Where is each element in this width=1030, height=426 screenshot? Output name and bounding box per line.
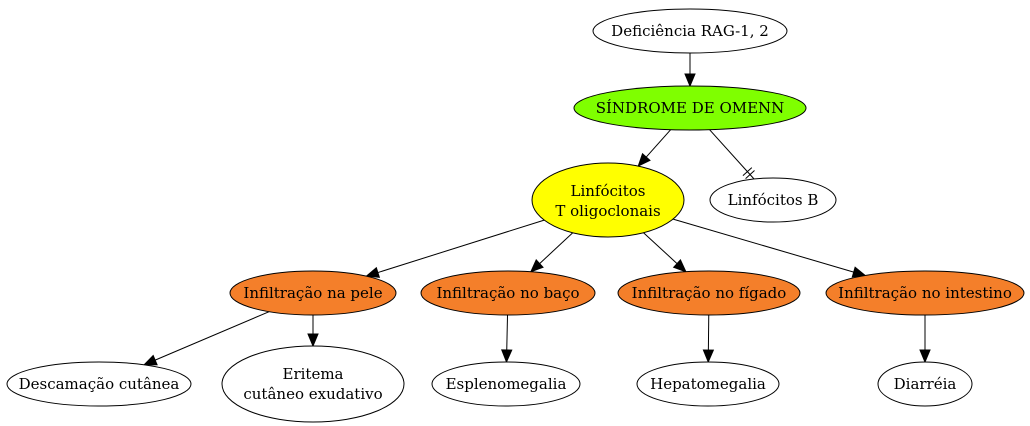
edge-linf_t-to-inf_intestino	[672, 218, 867, 278]
edge-linf_t-to-inf_figado	[643, 232, 687, 273]
node-descamacao-cutanea: Descamação cutânea	[6, 361, 192, 407]
node-ellipse	[877, 361, 973, 407]
node-hepatomegalia: Hepatomegalia	[636, 361, 780, 407]
edge-inf_pele-to-descamacao	[142, 311, 270, 366]
node-ellipse	[825, 270, 1025, 316]
edge-line	[645, 129, 672, 158]
arrowhead	[307, 333, 319, 348]
node-label-line-2: cutâneo exudativo	[243, 385, 382, 403]
block-tick	[742, 167, 753, 176]
node-infiltracao-no-figado: Infiltração no fígado	[617, 270, 801, 316]
node-label: Deficiência RAG-1, 2	[611, 22, 769, 40]
edge-omenn-to-linf_b	[709, 129, 755, 180]
edge-linf_t-to-inf_pele	[365, 219, 545, 278]
node-ellipse	[431, 361, 581, 407]
node-diarreia: Diarréia	[877, 361, 973, 407]
edge-inf_figado-to-hepatomegalia	[702, 314, 715, 364]
arrowhead	[637, 152, 651, 168]
node-label: Infiltração no fígado	[632, 284, 787, 302]
edge-line	[643, 232, 678, 264]
node-label: Descamação cutânea	[19, 375, 180, 393]
node-infiltracao-no-baco: Infiltração no baço	[420, 270, 596, 316]
arrowhead	[919, 349, 931, 364]
node-infiltracao-na-pele: Infiltração na pele	[229, 270, 397, 316]
edge-layer	[142, 53, 931, 366]
arrowhead	[672, 259, 687, 273]
node-ellipse	[592, 8, 788, 54]
node-label: Diarréia	[894, 375, 957, 393]
node-label-line-1: Linfócitos	[571, 182, 646, 200]
node-ellipse	[531, 162, 685, 238]
node-label: Infiltração no intestino	[838, 284, 1012, 302]
arrowhead	[365, 266, 381, 278]
node-ellipse	[420, 270, 596, 316]
edge-linf_t-to-inf_baco	[529, 232, 574, 273]
edge-inf_baco-to-esplenomegalia	[501, 314, 513, 364]
node-sindrome-de-omenn: SÍNDROME DE OMENN	[573, 85, 807, 131]
edge-rag-to-omenn	[684, 53, 696, 88]
block-tick	[745, 170, 755, 179]
node-linfocitos-t-oligoclonais: Linfócitos T oligoclonais	[531, 162, 685, 238]
node-label: Esplenomegalia	[446, 375, 567, 393]
node-label-line-1: Eritema	[283, 365, 344, 383]
node-label: Infiltração no baço	[436, 284, 579, 302]
edge-line	[709, 129, 755, 180]
node-ellipse	[709, 177, 837, 223]
node-eritema-cutaneo-exudativo: Eritema cutâneo exudativo	[221, 345, 405, 423]
node-ellipse	[636, 361, 780, 407]
node-infiltracao-no-intestino: Infiltração no intestino	[825, 270, 1025, 316]
node-ellipse	[229, 270, 397, 316]
node-linfocitos-b: Linfócitos B	[709, 177, 837, 223]
node-label-line-2: T oligoclonais	[555, 202, 660, 220]
edge-line	[539, 232, 574, 264]
arrowhead	[142, 354, 158, 366]
arrowhead	[501, 349, 513, 364]
node-esplenomegalia: Esplenomegalia	[431, 361, 581, 407]
node-label: Infiltração na pele	[243, 284, 382, 302]
edge-line	[377, 219, 545, 274]
edge-inf_intestino-to-diarreia	[919, 315, 931, 364]
arrowhead	[529, 259, 544, 273]
node-deficiencia-rag: Deficiência RAG-1, 2	[592, 8, 788, 54]
arrowhead	[684, 73, 696, 88]
node-ellipse	[6, 361, 192, 407]
node-ellipse	[573, 85, 807, 131]
node-label: SÍNDROME DE OMENN	[596, 99, 785, 117]
edge-inf_pele-to-eritema	[307, 315, 319, 348]
node-label: Hepatomegalia	[650, 375, 766, 393]
edge-omenn-to-linf_t	[637, 129, 672, 168]
edge-line	[154, 311, 270, 361]
edge-line	[672, 218, 854, 273]
edge-line	[506, 314, 509, 351]
arrowhead	[702, 349, 715, 364]
node-ellipse	[617, 270, 801, 316]
node-label: Linfócitos B	[728, 191, 819, 209]
node-ellipse	[221, 345, 405, 423]
